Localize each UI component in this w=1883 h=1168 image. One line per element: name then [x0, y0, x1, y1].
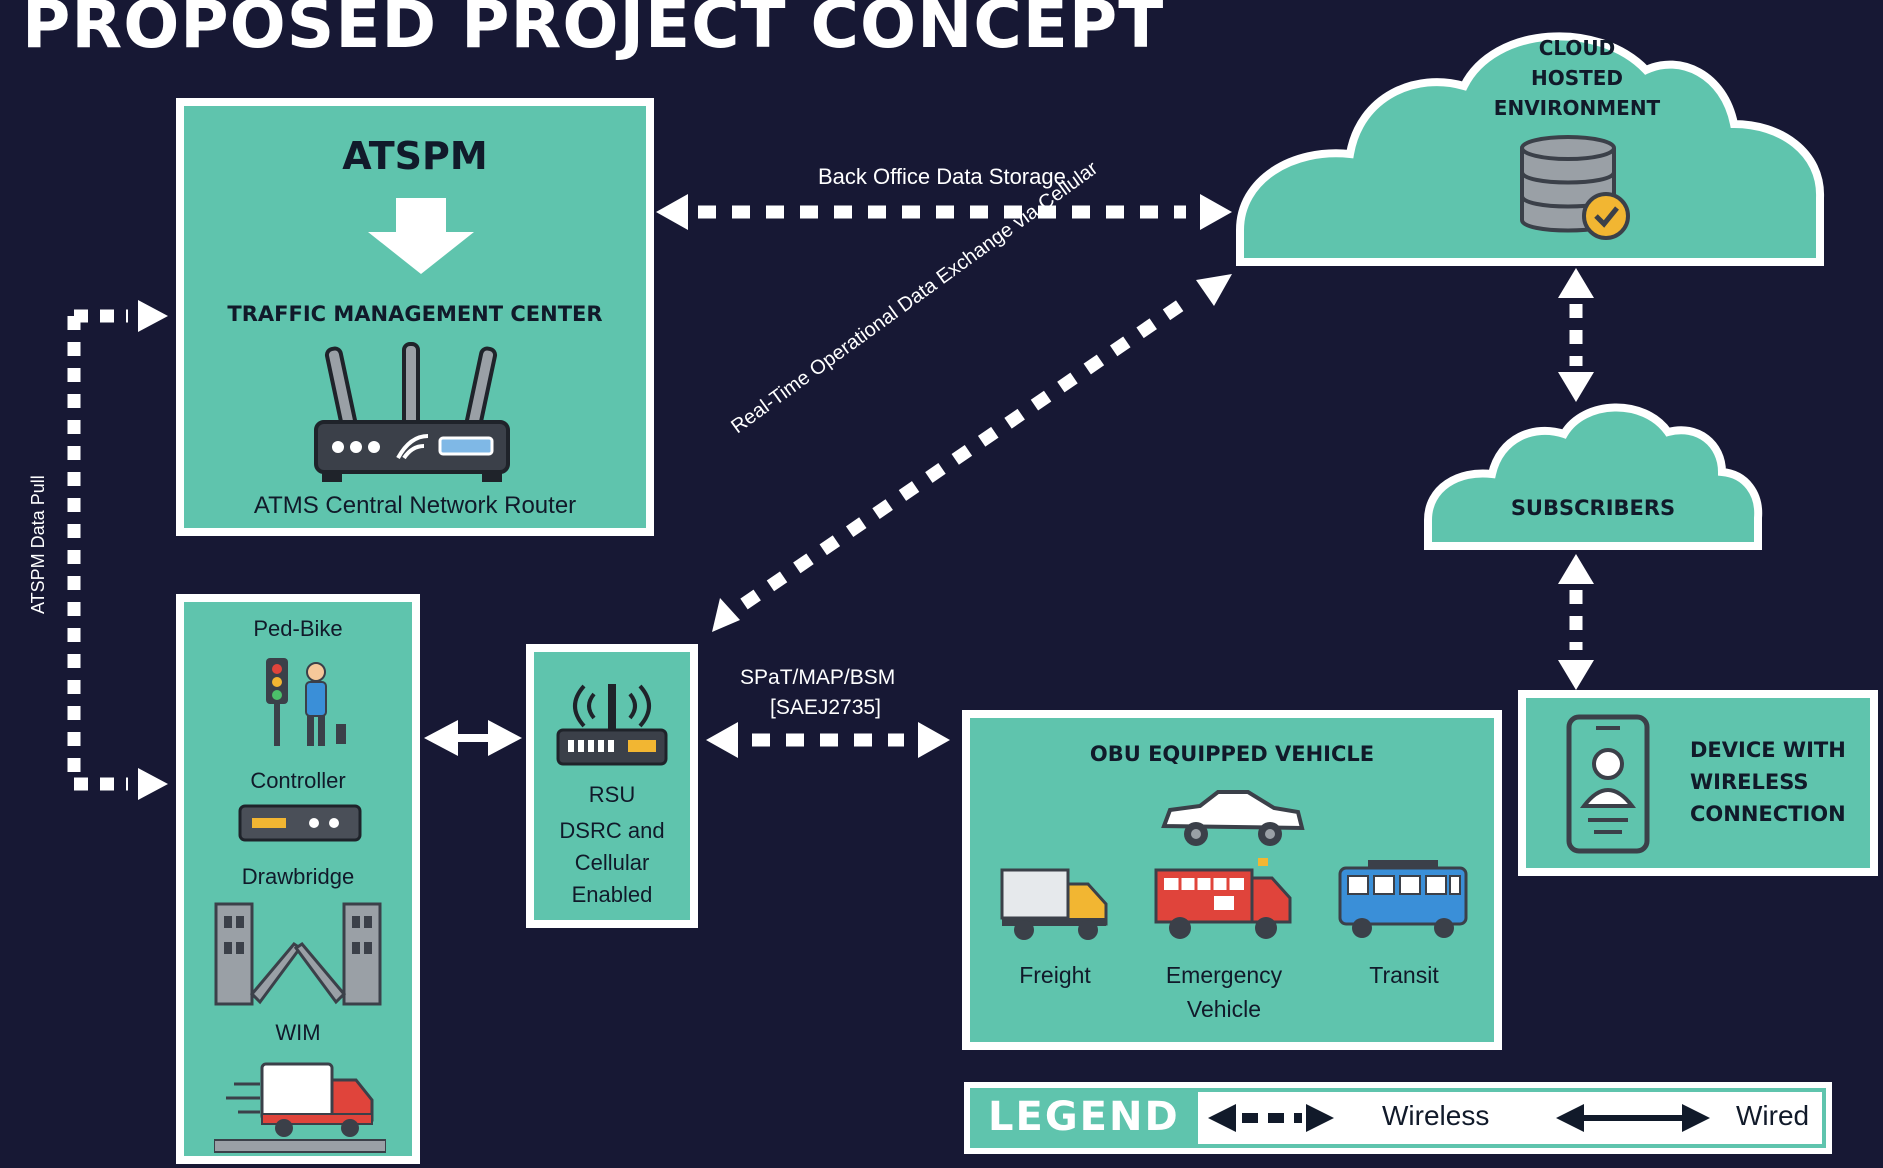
car-icon [1161, 790, 1305, 846]
transit-label: Transit [1369, 962, 1439, 988]
subscribers-cloud-shape [1424, 403, 1763, 550]
fire-truck-icon [1154, 858, 1292, 939]
controller-icon [238, 804, 362, 842]
back-office-label: Back Office Data Storage [818, 164, 1066, 189]
cloud-line-3: ENVIRONMENT [1493, 96, 1661, 120]
device-line-2: WIRELESS [1690, 770, 1809, 794]
cloud-subscribers-connector [1558, 268, 1594, 402]
back-office-connector [656, 194, 1232, 230]
device-line-3: CONNECTION [1690, 802, 1846, 826]
legend-title: LEGEND [988, 1094, 1180, 1140]
subscribers-label: SUBSCRIBERS [1510, 496, 1676, 520]
spat-connector [706, 722, 950, 758]
spat-label-line-1: SPaT/MAP/BSM [740, 666, 896, 689]
device-box: DEVICE WITH WIRELESS CONNECTION [1518, 690, 1878, 876]
drawbridge-icon [214, 902, 382, 1006]
atspm-pull-connector [67, 300, 168, 800]
pedestrian-signal-icon [266, 658, 346, 746]
wim-label: WIM [275, 1020, 321, 1045]
device-line-1: DEVICE WITH [1690, 738, 1846, 762]
atspm-heading: ATSPM [342, 134, 488, 178]
tmc-label: TRAFFIC MANAGEMENT CENTER [227, 302, 603, 326]
router-label: ATMS Central Network Router [253, 492, 577, 519]
spat-label-line-2: [SAEJ2735] [770, 696, 881, 719]
cloud-line-1: CLOUD [1538, 36, 1616, 60]
smartphone-user-icon [1566, 714, 1650, 854]
down-arrow-icon [368, 198, 474, 274]
realtime-connector [712, 274, 1232, 632]
field-devices-box: Ped-Bike Controller Drawbridge [176, 594, 420, 1164]
database-check-icon [1520, 135, 1630, 240]
emergency-label-line-2: Vehicle [1186, 996, 1262, 1022]
wired-connector [424, 720, 522, 756]
page-title: PROPOSED PROJECT CONCEPT [22, 0, 1165, 63]
emergency-label-line-1: Emergency [1165, 962, 1283, 988]
ped-bike-label: Ped-Bike [253, 616, 343, 641]
wired-arrow-icon [1556, 1104, 1710, 1132]
freight-label: Freight [1019, 962, 1091, 988]
legend-wired-label: Wired [1736, 1100, 1810, 1131]
bus-icon [1338, 860, 1468, 938]
rsu-antenna-icon [556, 684, 668, 766]
cloud-line-2: HOSTED [1530, 66, 1624, 90]
legend: LEGEND Wireless Wired [964, 1082, 1832, 1154]
rsu-label: RSU [588, 782, 636, 807]
atspm-pull-label: ATSPM Data Pull [28, 475, 48, 614]
obu-heading: OBU EQUIPPED VEHICLE [1089, 742, 1375, 766]
controller-label: Controller [250, 768, 346, 793]
rsu-sub-line-1: DSRC and [559, 818, 665, 843]
truck-icon [214, 1062, 386, 1153]
rsu-sub-line-3: Enabled [571, 882, 653, 907]
freight-truck-icon [1000, 868, 1108, 940]
drawbridge-label: Drawbridge [241, 864, 355, 889]
wireless-arrow-icon [1208, 1104, 1334, 1132]
obu-box: OBU EQUIPPED VEHICLE Freight [962, 710, 1502, 1050]
rsu-sub-line-2: Cellular [574, 850, 650, 875]
legend-key-panel: Wireless Wired [1198, 1092, 1822, 1144]
tmc-box: ATSPM TRAFFIC MANAGEMENT CENTER ATMS Cen… [176, 98, 654, 536]
router-icon [314, 342, 510, 482]
legend-wireless-label: Wireless [1382, 1100, 1490, 1131]
subscribers-device-connector [1558, 554, 1594, 690]
rsu-box: RSU DSRC and Cellular Enabled [526, 644, 698, 928]
